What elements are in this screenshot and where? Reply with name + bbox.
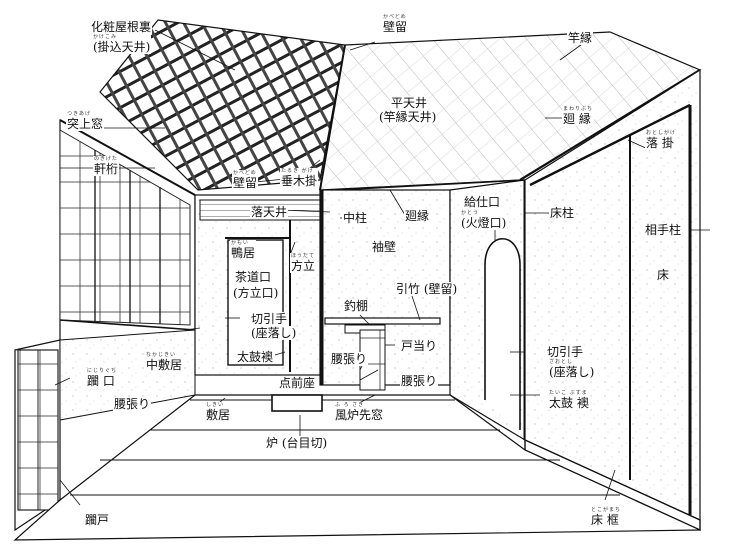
- label-temaeza: 点前座: [278, 376, 317, 390]
- label-kakekomi-tenjo: かけこみ(掛込天井): [92, 34, 152, 54]
- kato-guchi-arch: [484, 238, 521, 430]
- label-kamoi: かもい鴨居: [230, 240, 257, 260]
- label-koshibari-left: 腰張り: [113, 397, 152, 411]
- label-ochi-tenjo: 落天井: [250, 205, 289, 219]
- label-tokobashira: 床柱: [549, 206, 576, 220]
- label-kyujiguchi: 給仕口: [463, 195, 502, 209]
- label-sadoguchi: 茶道口: [234, 270, 273, 284]
- label-nijiri-do: 躙戸: [84, 513, 111, 527]
- label-tsukiage-mado: つきあげ突上窓: [66, 111, 105, 131]
- label-shikii: しきい敷居: [205, 402, 232, 422]
- label-toko: 床: [656, 268, 671, 282]
- label-otoshigake: おとしがけ落 掛: [645, 130, 678, 150]
- label-zaotoshi-left: (座落し): [250, 326, 298, 340]
- label-hikitake: 引竹 (壁留): [395, 282, 459, 296]
- label-hira-tenjo: 平天井: [390, 96, 429, 110]
- label-nakabashira: 中柱: [342, 211, 369, 225]
- label-aitebashira: 相手柱: [644, 223, 683, 237]
- sadoguchi-opening: [227, 239, 284, 366]
- label-zaotoshi-right: ざおとし(座落し): [548, 359, 596, 379]
- ro-hearth: [271, 394, 323, 412]
- label-hodate: ほうだて方立: [290, 253, 317, 273]
- label-nakashikii: なかじきい中敷居: [145, 352, 184, 372]
- label-ro: 炉 (台目切): [265, 436, 329, 450]
- label-furosaki-mado: ふ ろ さき風炉先窓: [334, 402, 385, 422]
- label-hodateguchi: (方立口): [232, 286, 280, 300]
- label-koshibari-center: 腰張り: [330, 352, 369, 366]
- label-koshibari-right: 腰張り: [400, 374, 439, 388]
- label-keshoyane-ura: 化粧屋根裏: [90, 20, 153, 34]
- label-taikobusuma-left: 太鼓襖: [236, 350, 275, 364]
- label-kabedome-mid: かべどめ壁留: [232, 170, 259, 190]
- label-sode-kabe: 袖壁: [371, 240, 398, 254]
- label-kirihikite-right: 切引手: [546, 345, 585, 359]
- label-saobuchi-tenjo: (竿縁天井): [378, 110, 438, 124]
- label-saobuchi: 竿縁: [567, 31, 594, 45]
- label-tsuridana: 釣棚: [343, 299, 370, 313]
- label-taikobusuma-right: たいこ ぶすま太鼓 襖: [548, 390, 590, 410]
- label-kato-guchi: かとう(火燈口): [460, 210, 508, 230]
- label-kirihikite-left: 切引手: [250, 312, 289, 326]
- label-mawaribuchi-mid: 廻縁: [404, 209, 431, 223]
- label-nokigeta: のきげた軒桁: [93, 156, 120, 176]
- shoji-windows: [59, 129, 191, 326]
- label-kabedome-top: かべどめ壁留: [382, 14, 409, 34]
- hikitake-rail: [324, 317, 441, 325]
- label-taruki-gake: たるき がけ垂木掛: [280, 168, 319, 188]
- label-nijiriguchi: にじりぐち躙 口: [86, 368, 119, 388]
- nijiri-door: [17, 349, 59, 511]
- label-tokogamachi: とこがまち床 框: [590, 507, 623, 527]
- label-toatari: 戸当り: [400, 339, 439, 353]
- label-mawaribuchi-right: まわりぶち廻 縁: [562, 106, 595, 126]
